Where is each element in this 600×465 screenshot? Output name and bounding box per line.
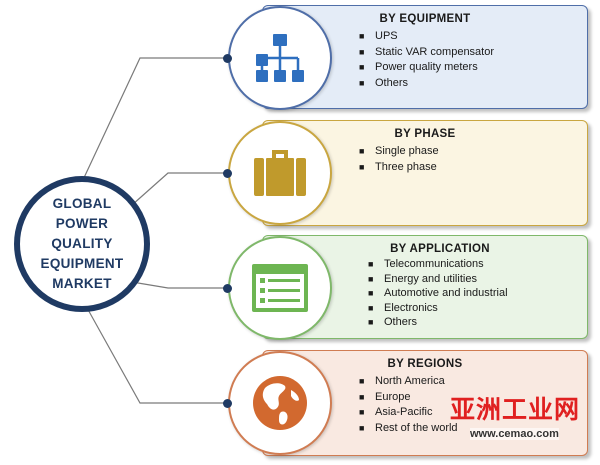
hub-title-line: EQUIPMENT: [40, 256, 124, 271]
icon-badge-application: [228, 236, 332, 340]
hub-title-line: MARKET: [52, 276, 112, 291]
list-item: ■Single phase: [359, 145, 439, 157]
market-hub: GLOBAL POWER QUALITY EQUIPMENT MARKET: [14, 176, 150, 312]
connector-line: [85, 305, 227, 404]
segment-title: BY PHASE: [394, 128, 456, 140]
connector-line: [81, 57, 227, 183]
list-item: ■Others: [368, 316, 418, 328]
list-item: ■Europe: [359, 390, 411, 403]
hub-title-line: POWER: [55, 216, 109, 231]
segment-title: BY EQUIPMENT: [379, 13, 471, 25]
connector-line: [131, 281, 227, 289]
list-item: ■Others: [359, 76, 409, 89]
connector-dot: [223, 399, 232, 408]
list-item: ■UPS: [359, 30, 398, 42]
list-window-icon: [252, 264, 308, 312]
watermark-url: www.cemao.com: [470, 428, 559, 440]
connector-dot: [223, 284, 232, 293]
list-item: ■Rest of the world: [359, 421, 458, 434]
segment-title: BY REGIONS: [387, 358, 463, 370]
list-item: ■North America: [359, 375, 445, 387]
hub-title-line: QUALITY: [51, 236, 113, 251]
watermark-logo: 亚洲工业网: [450, 395, 581, 424]
icon-badge-regions: [228, 351, 332, 455]
list-item: ■Telecommunications: [368, 258, 484, 270]
list-item: ■Automotive and industrial: [368, 287, 508, 299]
icon-badge-phase: [228, 121, 332, 225]
connector-dot: [223, 54, 232, 63]
hierarchy-icon: [256, 34, 304, 82]
list-item: ■Power quality meters: [359, 61, 478, 73]
segment-title: BY APPLICATION: [390, 243, 490, 255]
list-item: ■Electronics: [368, 301, 438, 314]
list-item: ■Static VAR compensator: [359, 45, 495, 58]
connector-dot: [223, 169, 232, 178]
connector-line: [131, 172, 227, 206]
list-item: ■Asia-Pacific: [359, 406, 433, 418]
list-item: ■Three phase: [359, 160, 437, 173]
globe-icon: [253, 376, 307, 430]
hub-title-line: GLOBAL: [52, 196, 112, 211]
briefcase-icon: [254, 150, 306, 196]
icon-badge-equipment: [228, 6, 332, 110]
list-item: ■Energy and utilities: [368, 272, 477, 285]
hub-title: GLOBAL POWER QUALITY EQUIPMENT MARKET: [27, 194, 137, 294]
